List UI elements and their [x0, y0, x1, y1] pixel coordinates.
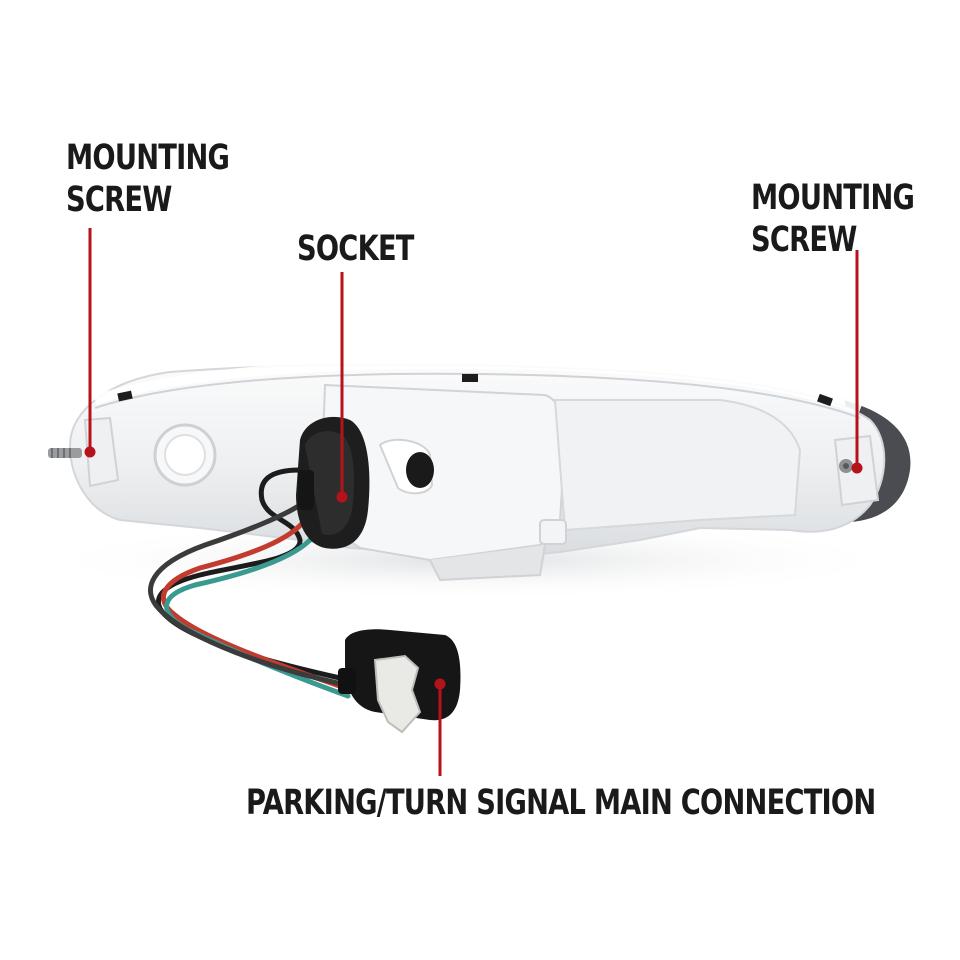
mounting-screw-left-line2: SCREW	[66, 180, 172, 220]
mounting-screw-left-line1: MOUNTING	[66, 138, 230, 178]
left-mounting-screw	[48, 448, 82, 458]
lamp-rim	[93, 358, 862, 415]
mounting-screw-right-line2: SCREW	[751, 220, 857, 260]
callout-dot-socket	[336, 491, 348, 503]
callout-dot-main	[434, 678, 446, 690]
mounting-screw-right-label: MOUNTING SCREW	[751, 177, 915, 261]
main-connection-label: PARKING/TURN SIGNAL MAIN CONNECTION	[246, 782, 876, 824]
main-connection-label-text: PARKING/TURN SIGNAL MAIN CONNECTION	[246, 783, 876, 823]
mounting-screw-left-label: MOUNTING SCREW	[66, 137, 230, 221]
callout-dot-right-screw	[851, 462, 863, 474]
right-mounting-screw	[839, 459, 853, 473]
mounting-screw-right-line1: MOUNTING	[751, 178, 915, 218]
wire-harness	[148, 467, 351, 699]
secondary-socket	[378, 438, 434, 495]
socket-label: SOCKET	[297, 228, 414, 270]
socket-label-text: SOCKET	[297, 229, 414, 269]
main-connector	[338, 629, 461, 734]
callout-leaders	[84, 228, 863, 776]
main-socket	[296, 416, 370, 549]
callout-dot-left-screw	[84, 446, 96, 458]
